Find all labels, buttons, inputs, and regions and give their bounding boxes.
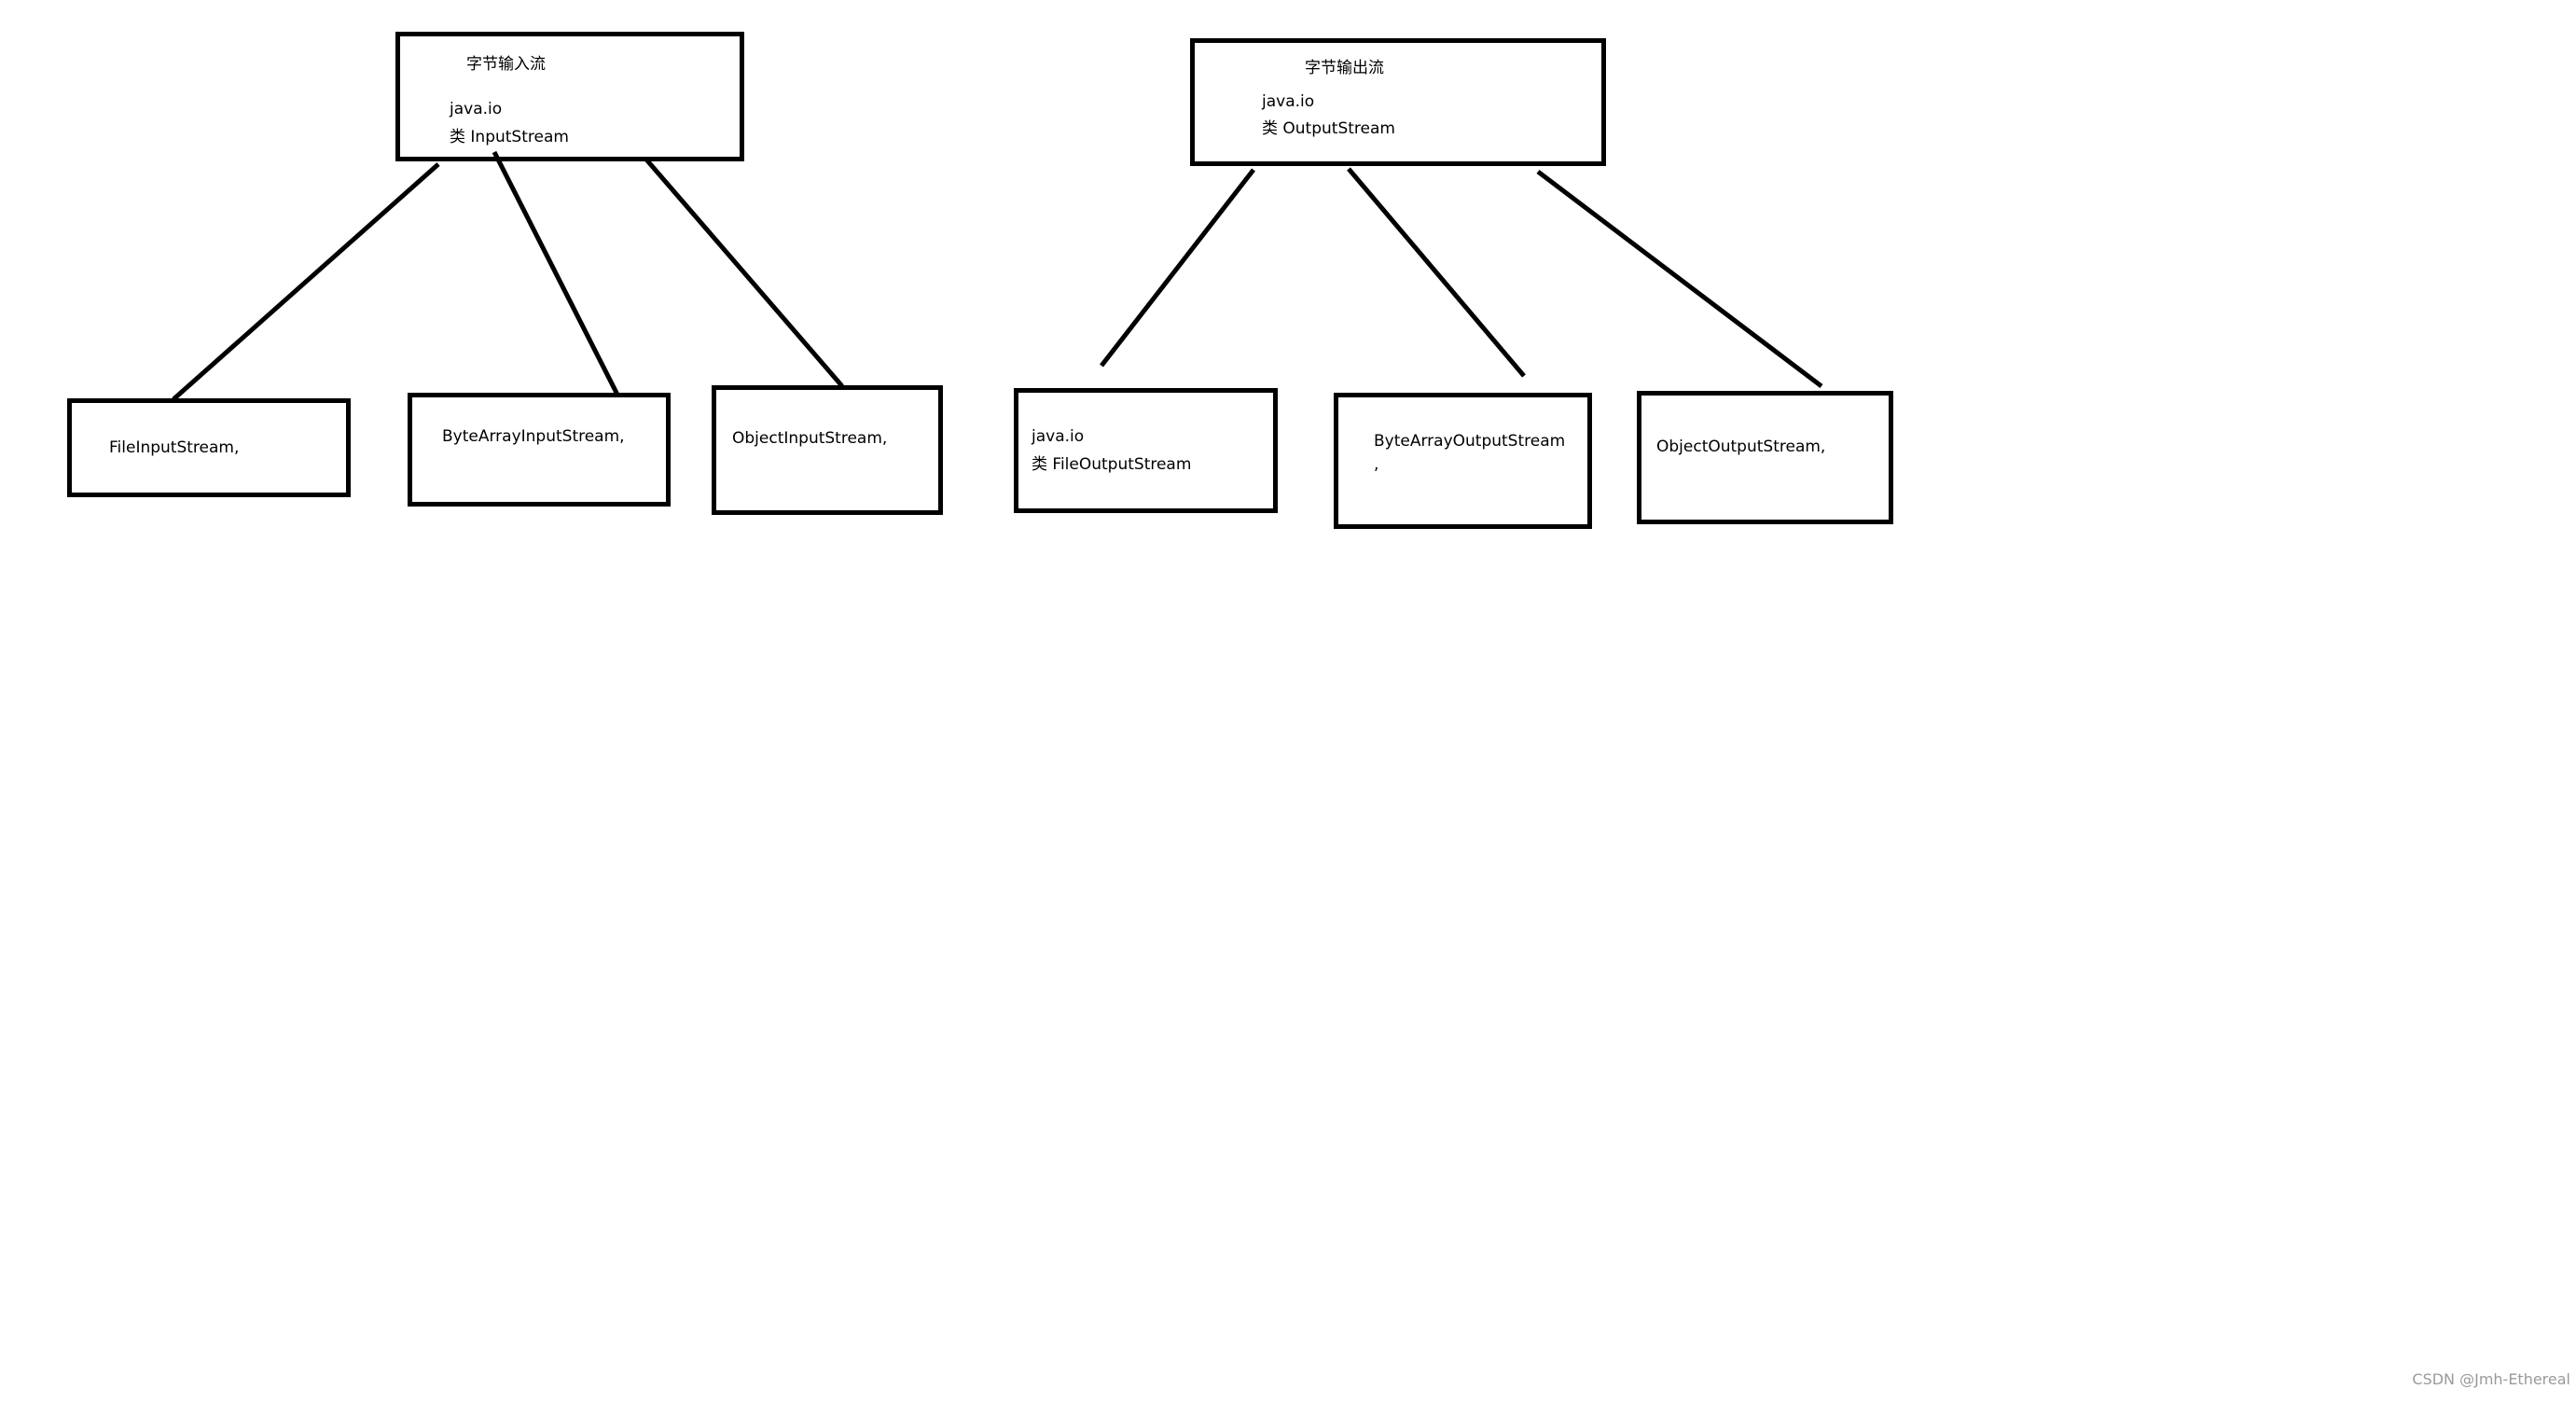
input-root-package: java.io [450, 100, 503, 118]
object-output-stream-box: ObjectOutputStream, [1637, 391, 1893, 524]
file-output-stream-box: java.io 类 FileOutputStream [1014, 388, 1278, 513]
connector-output-to-bytearray [1347, 167, 1526, 378]
object-input-stream-label: ObjectInputStream, [732, 429, 888, 448]
output-root-package: java.io [1262, 92, 1315, 111]
byte-array-output-stream-label: ByteArrayOutputStream [1374, 432, 1566, 451]
input-root-class-label: 类 InputStream [450, 128, 569, 146]
connector-output-to-object [1536, 170, 1823, 388]
byte-array-input-stream-label: ByteArrayInputStream, [442, 427, 625, 446]
output-stream-root-box: 字节输出流 java.io 类 OutputStream [1190, 38, 1606, 166]
connector-input-to-bytearray [492, 150, 621, 398]
file-input-stream-box: FileInputStream, [67, 398, 351, 497]
byte-array-output-stream-comma: , [1374, 455, 1379, 474]
output-root-title: 字节输出流 [1305, 59, 1384, 77]
input-stream-root-box: 字节输入流 java.io 类 InputStream [395, 32, 744, 161]
byte-array-output-stream-box: ByteArrayOutputStream , [1334, 393, 1592, 529]
file-output-stream-class-label: 类 FileOutputStream [1032, 455, 1192, 474]
object-output-stream-label: ObjectOutputStream, [1656, 438, 1826, 456]
connector-input-to-file [172, 162, 440, 401]
byte-array-input-stream-box: ByteArrayInputStream, [408, 393, 671, 507]
file-input-stream-label: FileInputStream, [109, 438, 240, 457]
watermark-text: CSDN @Jmh-Ethereal [2412, 1370, 2570, 1388]
connector-output-to-file [1100, 168, 1255, 368]
connector-input-to-object [644, 158, 844, 388]
file-output-stream-package: java.io [1032, 427, 1085, 446]
object-input-stream-box: ObjectInputStream, [712, 385, 943, 515]
output-root-class-label: 类 OutputStream [1262, 119, 1395, 138]
input-root-title: 字节输入流 [466, 55, 546, 74]
